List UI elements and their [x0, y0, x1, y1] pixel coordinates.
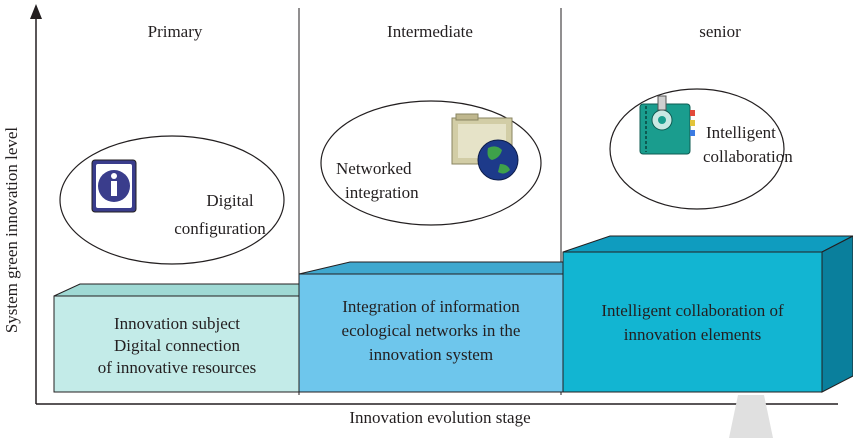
box-intermediate — [298, 261, 564, 393]
notebook-gear-icon — [639, 95, 695, 155]
ellipse-intermediate-line-2: integration — [345, 183, 419, 202]
ellipse-senior-line-2: collaboration — [703, 147, 793, 166]
globe-folder-icon — [451, 113, 519, 181]
y-axis-label: System green innovation level — [2, 126, 21, 334]
y-axis-arrowhead — [30, 4, 42, 19]
ellipse-primary-line-1: Digital — [206, 191, 254, 210]
box-senior — [562, 235, 853, 393]
box-primary — [53, 283, 305, 393]
ellipse-primary-line-2: configuration — [174, 219, 266, 238]
watermark-shape — [729, 395, 773, 438]
info-icon — [91, 159, 137, 213]
box-intermediate-line-3: innovation system — [368, 345, 494, 364]
stage-title-intermediate: Intermediate — [387, 22, 473, 41]
stage-title-senior: senior — [699, 22, 741, 41]
box-primary-line-1: Innovation subject — [113, 314, 241, 333]
box-senior-line-2: innovation elements — [623, 325, 762, 344]
box-primary-line-3: of innovative resources — [97, 358, 257, 377]
box-senior-line-1: Intelligent collaboration of — [601, 301, 784, 320]
stage-title-primary: Primary — [147, 22, 203, 41]
box-intermediate-line-1: Integration of information — [342, 297, 520, 316]
box-primary-line-2: Digital connection — [113, 336, 241, 355]
box-intermediate-line-2: ecological networks in the — [341, 321, 521, 340]
ellipse-intermediate-line-1: Networked — [336, 159, 412, 178]
ellipse-senior-line-1: Intelligent — [706, 123, 776, 142]
x-axis-label: Innovation evolution stage — [349, 408, 531, 427]
